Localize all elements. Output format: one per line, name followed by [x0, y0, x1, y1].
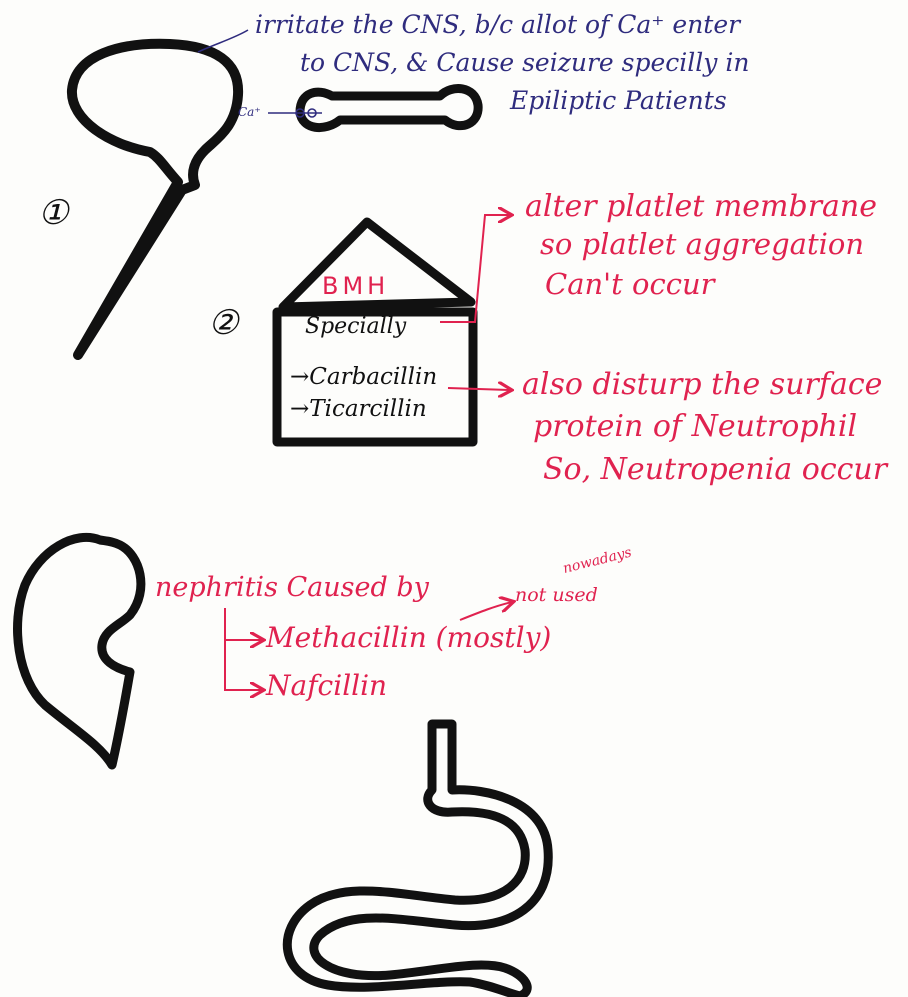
cns-note-line-3: Epiliptic Patients: [510, 88, 727, 113]
drug-methacillin: Methacillin (mostly): [266, 624, 551, 652]
stomach-drawing: [287, 724, 548, 996]
platelet-note-line-2: so platlet aggregation: [540, 230, 864, 259]
ion-arrow: [268, 109, 322, 117]
ion-channel-dumbbell: [300, 89, 478, 128]
neutrophil-note-line-1: also disturp the surface: [522, 370, 882, 400]
kidney-drawing: [18, 537, 141, 765]
drug-nafcillin: Nafcillin: [266, 672, 387, 700]
house-roof-label: BMH: [322, 274, 389, 298]
item-number-2: ②: [208, 306, 238, 340]
not-used-note: not used: [515, 586, 598, 605]
house-specially: Specially: [305, 316, 406, 338]
house-carbacillin: →Carbacillin: [290, 366, 437, 389]
neutrophil-note-line-3: So, Neutropenia occur: [543, 455, 887, 485]
cns-note-line-1: irritate the CNS, b/c allot of Ca⁺ enter: [255, 12, 740, 37]
calcium-ion-label: Ca⁺: [238, 106, 261, 118]
note-pointer-line: [198, 30, 248, 52]
item-number-1: ①: [38, 196, 68, 230]
nephritis-heading: nephritis Caused by: [155, 574, 429, 601]
platelet-note-line-1: alter platlet membrane: [525, 192, 877, 222]
house-ticarcillin: →Ticarcillin: [290, 398, 427, 421]
cns-note-line-2: to CNS, & Cause seizure specilly in: [300, 50, 749, 75]
platelet-note-line-3: Can't occur: [545, 270, 714, 299]
neutrophil-note-line-2: protein of Neutrophil: [533, 412, 857, 442]
